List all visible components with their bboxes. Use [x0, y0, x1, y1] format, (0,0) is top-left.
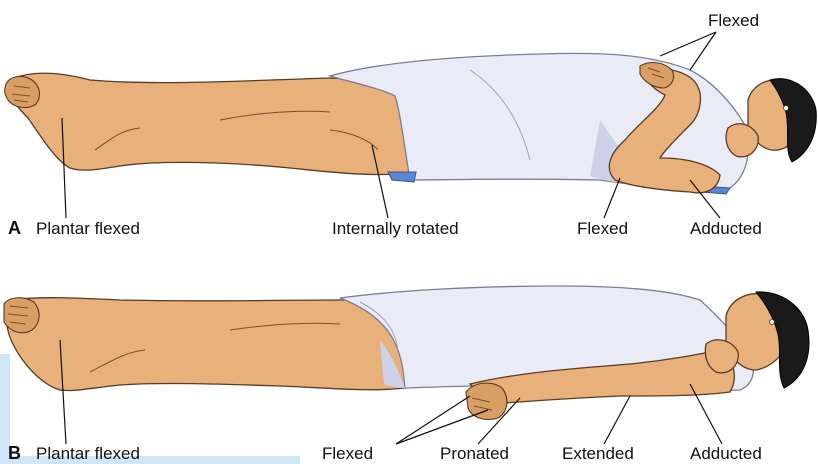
label-a-flexed-wrist: Flexed — [708, 11, 759, 30]
leader-b-extended — [604, 396, 630, 444]
label-a-adducted: Adducted — [690, 219, 762, 238]
label-b-extended: Extended — [562, 444, 634, 463]
figure-b-ear — [770, 320, 775, 325]
panel-a-letter: A — [8, 218, 21, 238]
label-a-internally-rotated: Internally rotated — [332, 219, 459, 238]
label-a-plantar-flexed: Plantar flexed — [36, 219, 140, 238]
label-b-pronated: Pronated — [440, 444, 509, 463]
figure-a-neck — [726, 124, 758, 157]
figure-a-sheet-hem — [388, 172, 416, 182]
label-b-flexed: Flexed — [322, 444, 373, 463]
leader-b-flexed-1 — [396, 396, 470, 444]
panel-b-letter: B — [8, 443, 21, 463]
figure-a-ear — [784, 106, 789, 111]
figure-b-neck — [705, 340, 738, 373]
leader-a-flexed-elbow — [604, 178, 620, 218]
label-b-adducted: Adducted — [690, 444, 762, 463]
figure-a — [5, 53, 817, 194]
label-a-flexed-elbow: Flexed — [577, 219, 628, 238]
label-b-plantar-flexed: Plantar flexed — [36, 444, 140, 463]
figure-a-legs — [10, 73, 415, 174]
figure-b-legs — [7, 298, 405, 391]
figure-b — [4, 286, 809, 420]
leader-b-flexed-2 — [396, 410, 488, 444]
